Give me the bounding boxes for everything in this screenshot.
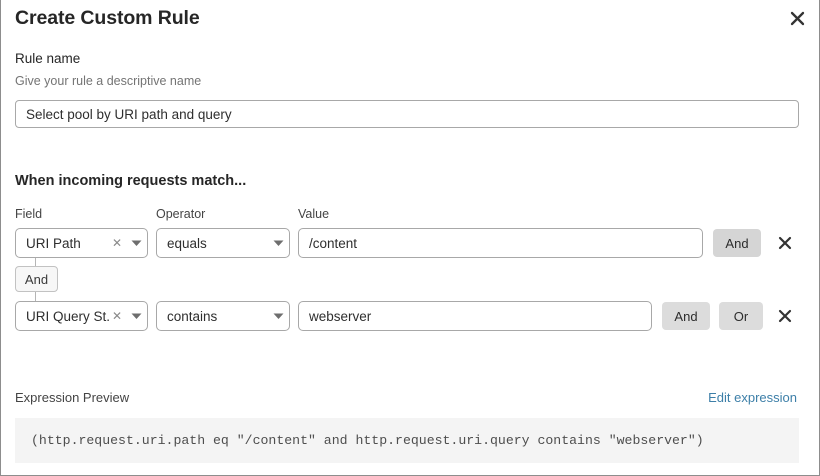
condition-row: URI Query St... ✕ contains And Or xyxy=(1,301,820,331)
close-icon xyxy=(778,236,792,250)
chevron-down-icon[interactable] xyxy=(267,240,289,247)
column-header-field: Field xyxy=(15,207,43,221)
chevron-down-icon-glyph xyxy=(273,240,283,246)
remove-condition-button-2[interactable] xyxy=(774,301,796,331)
close-icon[interactable] xyxy=(785,6,809,30)
chevron-down-icon-glyph xyxy=(131,240,141,246)
column-header-operator: Operator xyxy=(156,207,206,221)
operator-select-1-value: equals xyxy=(167,235,207,251)
value-input-1[interactable] xyxy=(298,228,703,258)
chevron-down-icon-glyph xyxy=(273,313,283,319)
chevron-down-icon[interactable] xyxy=(125,240,147,247)
and-button-2[interactable]: And xyxy=(662,302,710,330)
rule-name-help-text: Give your rule a descriptive name xyxy=(15,74,202,88)
expression-preview-label: Expression Preview xyxy=(15,390,130,405)
expression-preview-code: (http.request.uri.path eq "/content" and… xyxy=(31,433,704,448)
field-select-2-value: URI Query St... xyxy=(26,308,109,324)
condition-row: URI Path ✕ equals And xyxy=(1,228,820,258)
operator-select-1[interactable]: equals xyxy=(156,228,290,258)
connector-line-bottom xyxy=(35,292,36,302)
rule-name-input[interactable] xyxy=(15,100,799,128)
connector-line-top xyxy=(35,258,36,268)
clear-icon[interactable]: ✕ xyxy=(111,236,123,250)
value-input-2[interactable] xyxy=(298,301,652,331)
and-button-1[interactable]: And xyxy=(713,229,761,257)
field-select-1[interactable]: URI Path ✕ xyxy=(15,228,148,258)
operator-select-2[interactable]: contains xyxy=(156,301,290,331)
connector-and-button[interactable]: And xyxy=(15,266,58,292)
or-button-2[interactable]: Or xyxy=(719,302,763,330)
match-section-heading: When incoming requests match... xyxy=(15,173,247,189)
operator-select-2-value: contains xyxy=(167,308,218,324)
edit-expression-link[interactable]: Edit expression xyxy=(708,390,797,405)
chevron-down-icon[interactable] xyxy=(267,313,289,320)
clear-icon[interactable]: ✕ xyxy=(111,309,123,323)
expression-preview-code-block: (http.request.uri.path eq "/content" and… xyxy=(15,418,799,463)
column-header-value: Value xyxy=(298,207,330,221)
close-icon-glyph xyxy=(790,11,804,25)
field-select-1-value: URI Path xyxy=(26,235,81,251)
close-icon xyxy=(778,309,792,323)
chevron-down-icon-glyph xyxy=(131,313,141,319)
chevron-down-icon[interactable] xyxy=(125,313,147,320)
rule-name-label: Rule name xyxy=(15,51,81,66)
field-select-2[interactable]: URI Query St... ✕ xyxy=(15,301,148,331)
dialog-title: Create Custom Rule xyxy=(15,7,200,29)
remove-condition-button-1[interactable] xyxy=(774,228,796,258)
